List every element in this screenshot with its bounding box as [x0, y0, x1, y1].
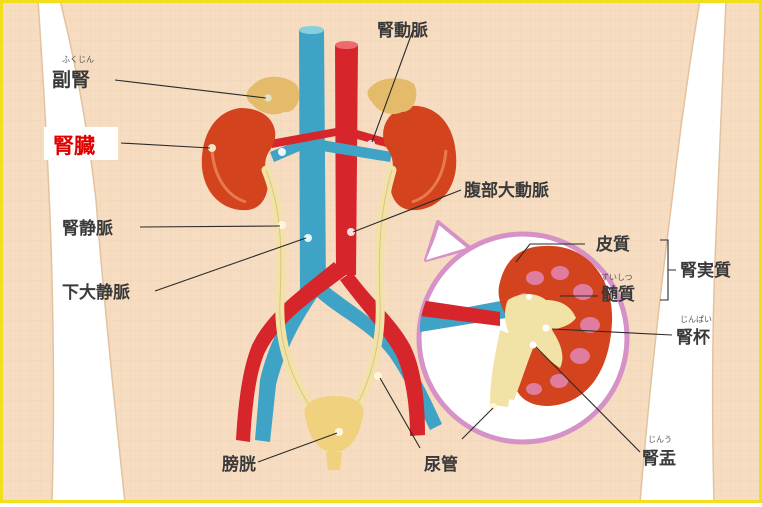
pelvis-ruby: じんう: [648, 435, 672, 444]
label-parenchyma: 腎実質: [680, 260, 731, 281]
medulla-ruby: ずいしつ: [601, 272, 633, 282]
label-pelvis: 腎盂: [642, 449, 676, 469]
label-ureter: 尿管: [424, 454, 458, 475]
label-medulla: 髄質: [601, 284, 635, 305]
abdominal-aorta: [335, 45, 358, 275]
label-ivc: 下大静脈: [62, 282, 130, 303]
label-bladder: 膀胱: [222, 454, 256, 475]
label-calyx: 腎杯: [676, 327, 710, 348]
inferior-vena-cava: [299, 30, 326, 298]
adrenal-ruby: ふくじん: [62, 55, 94, 64]
calyx-ruby: じんぱい: [680, 315, 712, 324]
label-renal-vein: 腎静脈: [62, 218, 113, 239]
label-kidney: 腎臓: [53, 134, 95, 158]
label-adrenal: 副腎: [52, 69, 90, 91]
label-abdominal-aorta: 腹部大動脈: [464, 180, 549, 201]
label-renal-artery: 腎動脈: [377, 20, 428, 41]
label-cortex: 皮質: [596, 234, 630, 255]
